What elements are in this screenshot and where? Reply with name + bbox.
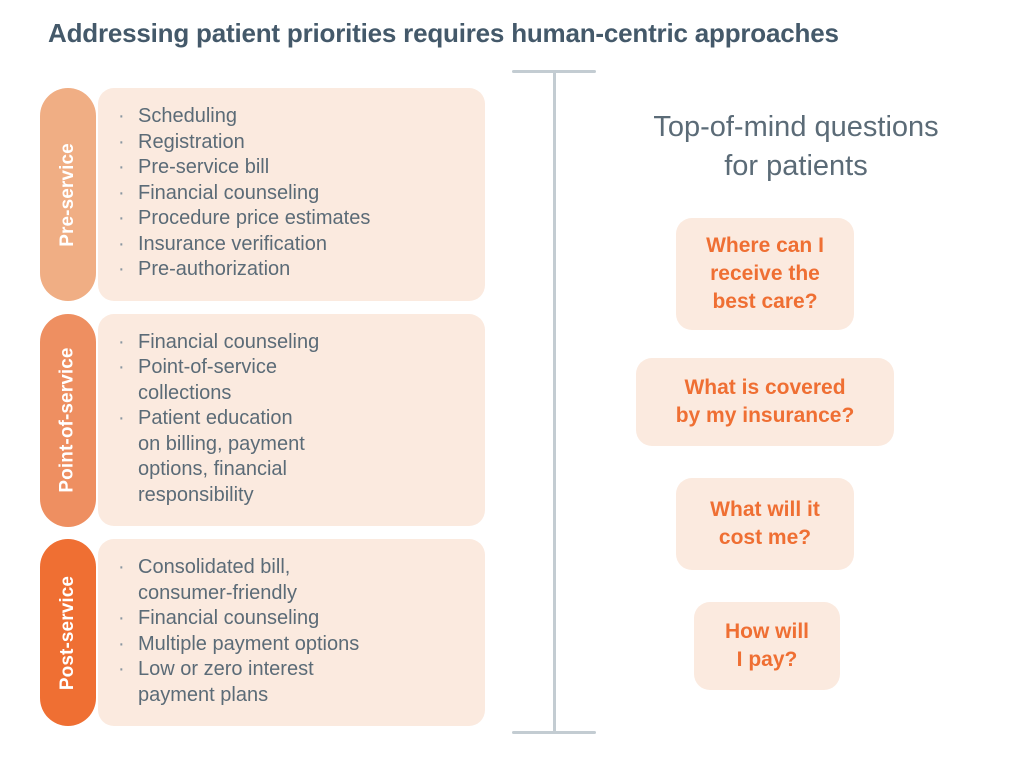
stage-bullet-item: · Consolidated bill, consumer-friendly [116, 555, 467, 606]
stage-bullet-item: · Patient education on billing, payment o… [116, 406, 467, 508]
question-bubble-group: Where can I receive the best care? What i… [596, 218, 996, 690]
stage-bullet-label: Procedure price estimates [138, 207, 371, 229]
stage-bullet-item: · Insurance verification [116, 232, 467, 258]
bullet-dot-icon: · [118, 156, 125, 178]
stage-bullet-label: Consolidated bill, consumer-friendly [138, 556, 297, 604]
stage-tab-pre-service[interactable]: Pre-service [40, 88, 96, 301]
divider-cap-bottom [512, 731, 596, 734]
patient-journey-stages: Pre-service · Scheduling · Registration · Pre… [40, 88, 485, 739]
bullet-dot-icon: · [118, 232, 125, 255]
stage-bullet-label: Pre-service bill [138, 156, 270, 178]
stage-bullet-item: · Financial counseling [116, 181, 467, 207]
stage-card-post-service: Post-service · Consolidated bill, consume… [40, 539, 485, 726]
stage-card-pre-service: Pre-service · Scheduling · Registration · Pre… [40, 88, 485, 301]
bullet-dot-icon: · [118, 258, 125, 280]
divider-stem [553, 70, 556, 734]
stage-bullet-label: Financial counseling [138, 607, 320, 629]
stage-bullet-item: · Registration [116, 130, 467, 156]
stage-bullet-label: Insurance verification [138, 232, 327, 255]
stage-bullet-label: Pre-authorization [138, 258, 291, 280]
question-bubble-label: What will it cost me? [710, 498, 820, 549]
page-title: Addressing patient priorities requires h… [48, 18, 839, 48]
stage-tab-label: Pre-service [57, 142, 79, 247]
stage-body-point-of-service: · Financial counseling · Point-of-service c… [98, 313, 485, 526]
bullet-dot-icon: · [118, 607, 125, 629]
stage-bullet-item: · Pre-service bill [116, 155, 467, 181]
stage-card-point-of-service: Point-of-service · Financial counseling · P… [40, 313, 485, 527]
stage-bullet-label: Patient education on billing, payment op… [138, 407, 305, 506]
section-divider [512, 70, 596, 734]
stage-bullet-list: · Scheduling · Registration · Pre-service bil… [116, 104, 467, 283]
stage-bullet-item: · Financial counseling [116, 330, 467, 356]
bullet-dot-icon: · [118, 130, 125, 153]
stage-bullet-label: Scheduling [138, 105, 237, 127]
questions-panel-heading: Top-of-mind questions for patients [653, 111, 939, 182]
question-bubble[interactable]: Where can I receive the best care? [676, 218, 854, 330]
stage-bullet-item: · Pre-authorization [116, 257, 467, 283]
question-bubble[interactable]: How will I pay? [694, 602, 840, 690]
bullet-dot-icon: · [118, 556, 125, 578]
bullet-dot-icon: · [118, 632, 125, 655]
stage-bullet-label: Low or zero interest payment plans [138, 658, 314, 706]
bullet-dot-icon: · [118, 356, 125, 378]
stage-bullet-item: · Multiple payment options [116, 632, 467, 658]
stage-bullet-label: Multiple payment options [138, 632, 360, 655]
stage-body-pre-service: · Scheduling · Registration · Pre-service bil… [98, 88, 485, 301]
question-bubble-label: How will I pay? [725, 620, 809, 671]
questions-panel: Top-of-mind questions for patients Where… [596, 108, 996, 690]
question-bubble[interactable]: What will it cost me? [676, 478, 854, 570]
question-bubble-label: Where can I receive the best care? [706, 234, 824, 313]
stage-bullet-label: Point-of-service collections [138, 356, 277, 404]
question-bubble-label: What is covered by my insurance? [675, 376, 855, 427]
stage-tab-post-service[interactable]: Post-service [40, 539, 96, 726]
stage-bullet-item: · Low or zero interest payment plans [116, 657, 467, 708]
bullet-dot-icon: · [118, 330, 125, 353]
stage-bullet-label: Financial counseling [138, 330, 320, 353]
stage-bullet-item: · Procedure price estimates [116, 206, 467, 232]
stage-bullet-list: · Financial counseling · Point-of-service c… [116, 330, 467, 509]
stage-bullet-item: · Scheduling [116, 104, 467, 130]
bullet-dot-icon: · [118, 181, 125, 204]
stage-body-post-service: · Consolidated bill, consumer-friendly · Fi… [98, 539, 485, 726]
stage-tab-point-of-service[interactable]: Point-of-service [40, 313, 96, 527]
stage-bullet-label: Registration [138, 130, 245, 153]
bullet-dot-icon: · [118, 407, 125, 429]
stage-bullet-item: · Point-of-service collections [116, 355, 467, 406]
bullet-dot-icon: · [118, 105, 125, 127]
question-bubble[interactable]: What is covered by my insurance? [636, 358, 894, 446]
bullet-dot-icon: · [118, 658, 125, 680]
stage-bullet-label: Financial counseling [138, 181, 320, 204]
bullet-dot-icon: · [118, 207, 125, 229]
stage-tab-label: Post-service [57, 575, 78, 690]
stage-bullet-item: · Financial counseling [116, 606, 467, 632]
stage-bullet-list: · Consolidated bill, consumer-friendly · Fi… [116, 555, 467, 708]
stage-tab-label: Point-of-service [57, 347, 78, 493]
